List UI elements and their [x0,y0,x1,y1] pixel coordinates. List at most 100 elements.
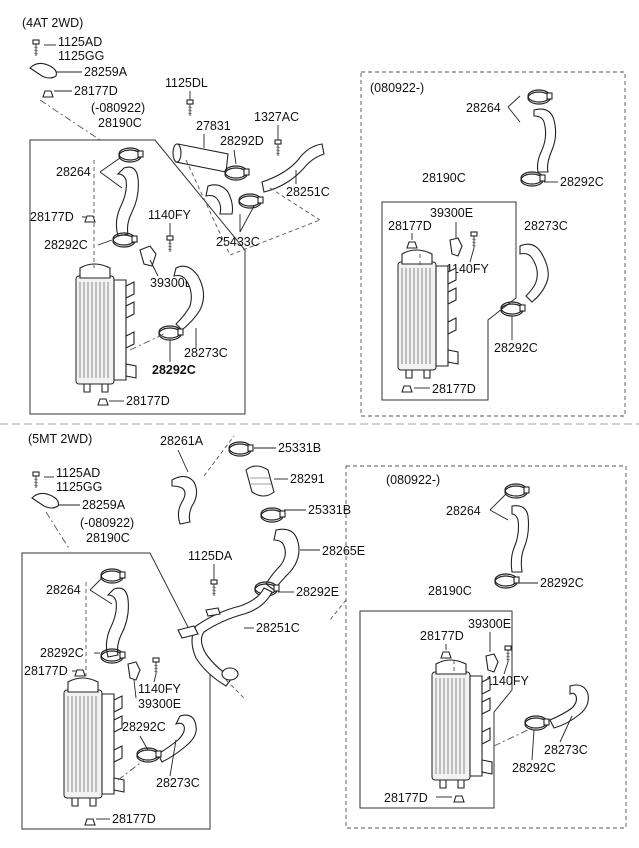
grommet-icon [97,398,109,406]
inset-label-28273C-top: 28273C [524,219,568,233]
label-28273C-top: 28273C [184,346,228,360]
label-28273C-bottom: 28273C [156,776,200,790]
inset-label-39300E-top: 39300E [430,206,473,220]
label-28292E: 28292E [296,585,339,599]
label-25331B: 25331B [278,441,321,455]
label-28190C-top: 28190C [98,116,142,130]
inset-label-28177D-b-bottom: 28177D [384,791,428,805]
label-28259A: 28259A [84,65,128,79]
label-1125AD-b: 1125AD [56,466,100,480]
inset-label-28177D-top: 28177D [388,219,432,233]
inset-label-28292C-b-bottom: 28292C [512,761,556,775]
clamp-icon [136,747,162,763]
label-28264-top: 28264 [56,165,91,179]
grommet-icon [42,90,54,98]
clamp-icon [228,441,254,457]
inset-label-28292C-top: 28292C [560,175,604,189]
label-28259A-b: 28259A [82,498,126,512]
label-1125DL: 1125DL [165,76,208,90]
label-28251C-top: 28251C [286,185,330,199]
label-1125GG: 1125GG [58,49,104,63]
label-28292C-top: 28292C [44,238,88,252]
label-28190C-bottom: 28190C [86,531,130,545]
bolt-icon [210,579,218,597]
inset-box-top [360,71,626,417]
clamp-icon [260,507,286,523]
inset-label-28292C-b-top: 28292C [494,341,538,355]
clamp-icon [224,165,250,181]
label-28264-bottom: 28264 [46,583,81,597]
grommet-icon [406,241,418,249]
label-1125GG-b: 1125GG [56,480,102,494]
hose-inset-28273C-top [519,243,549,303]
pipe-28251C-top [261,143,325,193]
box-outline-top [29,139,246,415]
clamp-icon [494,573,520,589]
hose-28264-top [115,166,139,237]
label-28292C-b-bottom: 28292C [122,720,166,734]
inset-label-28190C-bottom: 28190C [428,584,472,598]
label-1140FY-b: 1140FY [138,682,182,696]
clamp-icon [527,89,553,105]
clamp-icon [524,715,550,731]
bolt-icon [186,99,194,117]
inset-label-1140FY-bottom: 1140FY [486,674,530,688]
bracket-inset-39300E-top [449,237,463,257]
label-28292D: 28292D [220,134,264,148]
hose-25433C [205,184,234,215]
label-080922-bottom: (-080922) [80,516,134,530]
grommet-icon [84,215,96,223]
bolt-icon [152,657,160,675]
label-1140FY-top: 1140FY [148,208,192,222]
inset-label-28190C-top: 28190C [422,171,466,185]
clamp-icon [158,325,184,341]
inset-label-39300E-bottom: 39300E [468,617,511,631]
grommet-icon [74,669,86,677]
bracket-39300E-b [127,661,141,681]
label-1125AD: 1125AD [58,35,102,49]
hose-inset-28264-bottom [510,505,530,573]
section-title-top: (4AT 2WD) [22,16,83,30]
label-25331B-b: 25331B [308,503,351,517]
section-title-bottom: (5MT 2WD) [28,432,92,446]
bracket-inset-39300E-bottom [485,653,499,673]
clamp-icon [100,568,126,584]
grommet-icon [84,818,96,826]
clamp-icon [238,193,264,209]
inset-label-28264-bottom: 28264 [446,504,481,518]
label-27831: 27831 [196,119,231,133]
label-28177D-a: 28177D [74,84,118,98]
bolt-icon [470,231,478,249]
clamp-icon [504,483,530,499]
label-28177D-c: 28177D [126,394,170,408]
hose-28273C-top [173,265,205,331]
label-28292C-b-top: 28292C [152,363,196,377]
inset-box-bottom [345,465,627,829]
label-28177D-b: 28177D [30,210,74,224]
bracket-28259A-b [31,492,59,509]
inset-label-28292C-bottom: 28292C [540,576,584,590]
clamp-icon [118,147,144,163]
hose-28265E [265,528,300,591]
label-28291: 28291 [290,472,325,486]
inset-label-28264-top: 28264 [466,101,501,115]
inset-title-bottom: (080922-) [386,473,440,487]
bolt-icon [32,39,40,57]
top-section: (4AT 2WD) 1125AD 1125GG 28259A 28177D (-… [22,16,626,417]
bracket-28259A [29,62,57,79]
label-28251C-bottom: 28251C [256,621,300,635]
label-28177D-b-bottom: 28177D [112,812,156,826]
label-39300E-b: 39300E [138,697,181,711]
hose-28261A [171,475,198,525]
grommet-icon [440,651,452,659]
grommet-icon [453,795,465,803]
hose-inset-28273C-bottom [549,684,589,729]
intercooler-inset-bottom [431,659,493,789]
bolt-icon [32,471,40,489]
label-1327AC: 1327AC [254,110,299,124]
inset-title-top: (080922-) [370,81,424,95]
hose-inset-28264-top [533,108,557,173]
inset-frame-top [381,201,517,401]
clamp-icon [112,232,138,248]
